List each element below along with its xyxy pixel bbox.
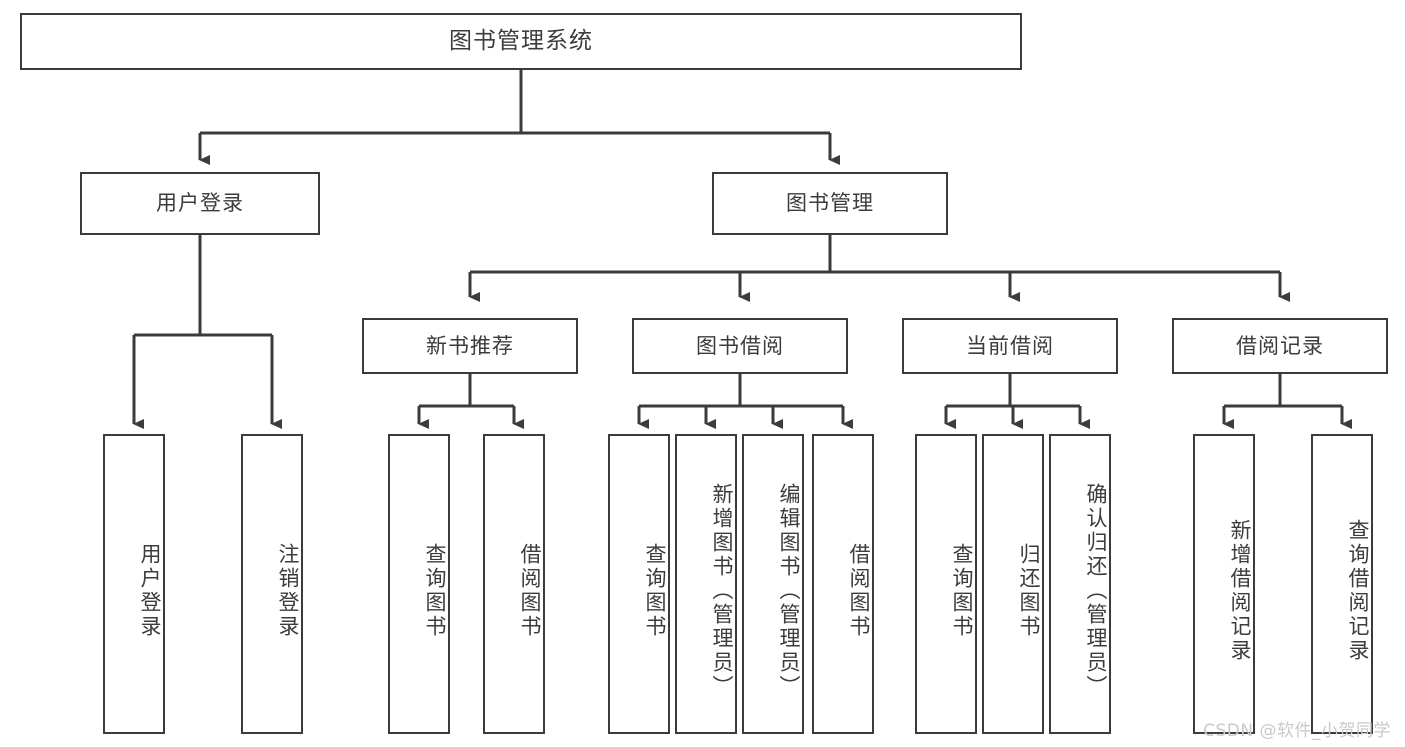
- leaf-query-book-1[interactable]: 查询图书: [388, 434, 450, 734]
- leaf-logout-login[interactable]: 注销登录: [241, 434, 303, 734]
- node-label: 查询借阅记录: [1346, 519, 1370, 663]
- leaf-query-book-2[interactable]: 查询图书: [608, 434, 670, 734]
- node-label: 图书管理: [786, 191, 874, 216]
- leaf-edit-book[interactable]: 编辑图书（管理员）: [742, 434, 804, 734]
- csdn-watermark: CSDN @软件_小贺同学: [1203, 721, 1391, 741]
- leaf-query-book-3[interactable]: 查询图书: [915, 434, 977, 734]
- leaf-borrow-book-1[interactable]: 借阅图书: [483, 434, 545, 734]
- leaf-query-borrow-record[interactable]: 查询借阅记录: [1311, 434, 1373, 734]
- leaf-borrow-book-2[interactable]: 借阅图书: [812, 434, 874, 734]
- node-label: 用户登录: [138, 543, 162, 639]
- node-label: 借阅记录: [1236, 333, 1324, 358]
- node-user-login[interactable]: 用户登录: [80, 172, 320, 235]
- leaf-confirm-return[interactable]: 确认归还（管理员）: [1049, 434, 1111, 734]
- node-label: 确认归还（管理员）: [1084, 483, 1108, 699]
- node-label: 新书推荐: [426, 333, 514, 358]
- node-label: 新增借阅记录: [1228, 519, 1252, 663]
- node-book-borrow[interactable]: 图书借阅: [632, 318, 848, 374]
- node-label: 图书管理系统: [449, 28, 593, 55]
- leaf-add-borrow-record[interactable]: 新增借阅记录: [1193, 434, 1255, 734]
- node-label: 查询图书: [643, 543, 667, 639]
- node-new-book-recommend[interactable]: 新书推荐: [362, 318, 578, 374]
- node-current-borrow[interactable]: 当前借阅: [902, 318, 1118, 374]
- node-label: 查询图书: [423, 543, 447, 639]
- leaf-add-book[interactable]: 新增图书（管理员）: [675, 434, 737, 734]
- node-root-system[interactable]: 图书管理系统: [20, 13, 1022, 70]
- node-label: 当前借阅: [966, 333, 1054, 358]
- node-borrow-record[interactable]: 借阅记录: [1172, 318, 1388, 374]
- node-label: 借阅图书: [518, 543, 542, 639]
- node-label: 借阅图书: [847, 543, 871, 639]
- node-label: 编辑图书（管理员）: [777, 483, 801, 699]
- node-label: 归还图书: [1017, 543, 1041, 639]
- node-book-management[interactable]: 图书管理: [712, 172, 948, 235]
- node-label: 用户登录: [156, 191, 244, 216]
- node-label: 图书借阅: [696, 333, 784, 358]
- node-label: 注销登录: [276, 543, 300, 639]
- node-label: 查询图书: [950, 543, 974, 639]
- node-label: 新增图书（管理员）: [710, 483, 734, 699]
- leaf-user-login[interactable]: 用户登录: [103, 434, 165, 734]
- leaf-return-book[interactable]: 归还图书: [982, 434, 1044, 734]
